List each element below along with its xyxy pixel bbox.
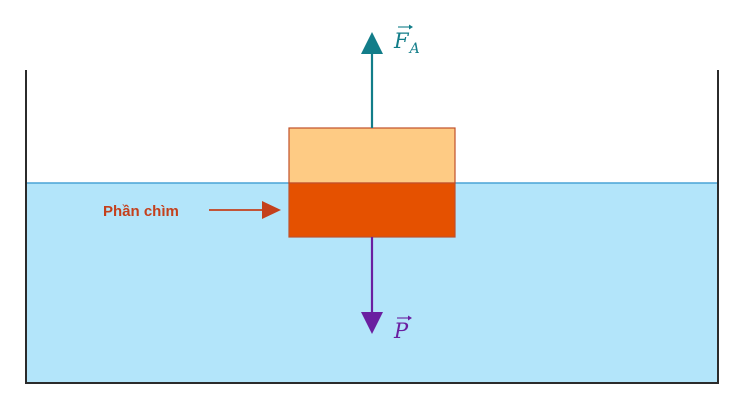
buoyancy-force-subscript: A	[408, 41, 420, 57]
container	[25, 70, 719, 384]
block-above-water	[288, 127, 456, 184]
submerged-callout-arrow-head	[262, 201, 281, 219]
block-submerged-part	[288, 182, 456, 238]
vector-arrow-icon-head	[408, 315, 412, 321]
weight-force-arrow-head	[361, 312, 383, 334]
weight-force-symbol: P	[393, 319, 409, 343]
buoyancy-force-symbol: F	[393, 29, 410, 53]
buoyancy-force-arrow-head	[361, 32, 383, 54]
vector-arrow-icon-head	[409, 24, 413, 30]
svg-text:FA: FA	[393, 29, 420, 57]
weight-force-label: P	[393, 315, 412, 343]
submerged-part-label: Phần chìm	[103, 203, 179, 220]
buoyancy-force-label: FA	[393, 24, 420, 57]
